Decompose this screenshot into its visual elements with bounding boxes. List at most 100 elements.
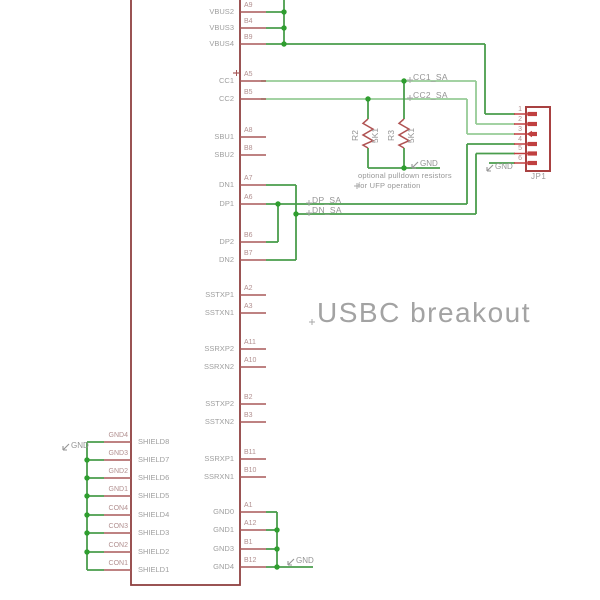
pin-name-shield6: SHIELD6 — [138, 473, 170, 482]
junction-dot — [281, 25, 287, 31]
junction-dot — [84, 457, 90, 463]
junction-dot — [274, 546, 280, 552]
jp1-reference-label: JP1 — [531, 172, 547, 181]
net-label-dp_sa: DP_SA — [312, 195, 342, 205]
pin-name-ssrxp1: SSRXP1 — [204, 454, 234, 463]
pad-label-a2: A2 — [244, 285, 253, 292]
pad-label-con4: CON4 — [108, 505, 128, 512]
resistor-name-r3: R3 — [386, 130, 396, 141]
pad-label-a9: A9 — [244, 2, 253, 9]
pin-name-shield1: SHIELD1 — [138, 565, 170, 574]
junction-dot — [84, 493, 90, 499]
pad-label-con1: CON1 — [108, 560, 128, 567]
junction-dot — [274, 527, 280, 533]
pin-name-shield5: SHIELD5 — [138, 491, 170, 500]
gnd-arrow-icon — [287, 558, 295, 566]
gnd-symbol-label-1: GND — [420, 159, 438, 168]
jp1-pin-number-1: 1 — [518, 105, 522, 113]
jp1-pin-number-5: 5 — [518, 145, 522, 152]
junction-dot — [281, 9, 287, 15]
pin-name-vbus3: VBUS3 — [209, 23, 234, 32]
pin-name-gnd1: GND1 — [213, 525, 234, 534]
pad-label-a11: A11 — [244, 339, 256, 346]
pin-name-sbu1: SBU1 — [214, 132, 234, 141]
pin-name-gnd0: GND0 — [213, 507, 234, 516]
junction-dot — [84, 549, 90, 555]
pin-name-vbus4: VBUS4 — [209, 39, 234, 48]
pin-name-sstxp2: SSTXP2 — [205, 399, 234, 408]
pad-label-b6: B6 — [244, 232, 253, 239]
pad-label-a3: A3 — [244, 303, 253, 310]
pin-name-vbus2: VBUS2 — [209, 7, 234, 16]
jp1-body-outline — [525, 106, 551, 172]
resistor-value-r2: 5K1 — [370, 128, 380, 143]
pin-name-sbu2: SBU2 — [214, 150, 234, 159]
pin-name-shield2: SHIELD2 — [138, 547, 170, 556]
pin-name-cc1: CC1 — [218, 76, 234, 85]
pin-name-sstxn1: SSTXN1 — [204, 308, 234, 317]
resistor-body-r2 — [361, 118, 375, 149]
pin-name-shield4: SHIELD4 — [138, 510, 170, 519]
pad-label-b7: B7 — [244, 250, 253, 257]
pad-label-b12: B12 — [244, 557, 257, 564]
resistor-name-r2: R2 — [350, 130, 360, 141]
junction-dot — [84, 475, 90, 481]
pad-label-b9: B9 — [244, 34, 253, 41]
net-label-dn_sa: DN_SA — [312, 205, 342, 215]
pad-label-b3: B3 — [244, 412, 253, 419]
pin-name-sstxp1: SSTXP1 — [205, 290, 234, 299]
pad-label-con2: CON2 — [108, 542, 128, 549]
resistor-body-r3 — [397, 118, 411, 149]
jp1-pin-number-4: 4 — [518, 135, 522, 143]
pad-label-b8: B8 — [244, 145, 253, 152]
pin-name-gnd4: GND4 — [213, 562, 234, 571]
pin-name-dn2: DN2 — [218, 255, 234, 264]
jp1-pad-arrow — [526, 130, 532, 138]
pin-name-ssrxn2: SSRXN2 — [203, 362, 234, 371]
jp1-pad — [527, 121, 537, 127]
pad-label-gnd2: GND2 — [108, 468, 128, 475]
jp1-pad — [527, 160, 537, 166]
gnd-symbol-label-0: GND — [71, 441, 89, 450]
pin-name-cc2: CC2 — [218, 94, 234, 103]
note-pulldown-resistors: optional pulldown resistors — [358, 171, 452, 180]
junction-dot — [274, 564, 280, 570]
pad-label-a5: A5 — [244, 71, 253, 78]
junction-dot — [281, 41, 287, 47]
pad-label-gnd3: GND3 — [108, 450, 128, 457]
ic-body-outline — [130, 0, 241, 586]
pad-label-b10: B10 — [244, 467, 257, 474]
pin-name-dn1: DN1 — [218, 180, 234, 189]
pad-label-a6: A6 — [244, 194, 253, 201]
pin-name-shield8: SHIELD8 — [138, 437, 170, 446]
junction-dot — [365, 96, 371, 102]
pin-name-dp1: DP1 — [219, 199, 234, 208]
pad-label-b4: B4 — [244, 18, 253, 25]
pad-label-con3: CON3 — [108, 523, 128, 530]
pin-name-sstxn2: SSTXN2 — [204, 417, 234, 426]
jp1-pin-number-6: 6 — [518, 154, 522, 162]
jp1-pad — [527, 141, 537, 147]
jp1-pad — [527, 111, 537, 117]
note-ufp-operation: for UFP operation — [358, 181, 421, 190]
pad-label-a12: A12 — [244, 520, 257, 527]
pin-name-ssrxn1: SSRXN1 — [203, 472, 234, 481]
jp1-pad — [531, 131, 537, 137]
pin-name-ssrxp2: SSRXP2 — [204, 344, 234, 353]
pad-label-a10: A10 — [244, 357, 257, 364]
net-label-cc2_sa: CC2_SA — [413, 90, 448, 100]
pad-label-a7: A7 — [244, 175, 253, 182]
jp1-pin-number-2: 2 — [518, 115, 522, 123]
pad-label-gnd1: GND1 — [108, 486, 128, 493]
schematic-title: USBC breakout — [317, 297, 532, 328]
junction-dot — [84, 512, 90, 518]
gnd-symbol-label-2: GND — [495, 162, 513, 171]
gnd-arrow-icon — [486, 164, 494, 172]
jp1-pad — [527, 151, 537, 156]
gnd-symbol-label-3: GND — [296, 556, 314, 565]
pad-label-a8: A8 — [244, 127, 253, 134]
net-label-cc1_sa: CC1_SA — [413, 72, 448, 82]
pad-label-b1: B1 — [244, 539, 253, 546]
junction-dot — [84, 530, 90, 536]
